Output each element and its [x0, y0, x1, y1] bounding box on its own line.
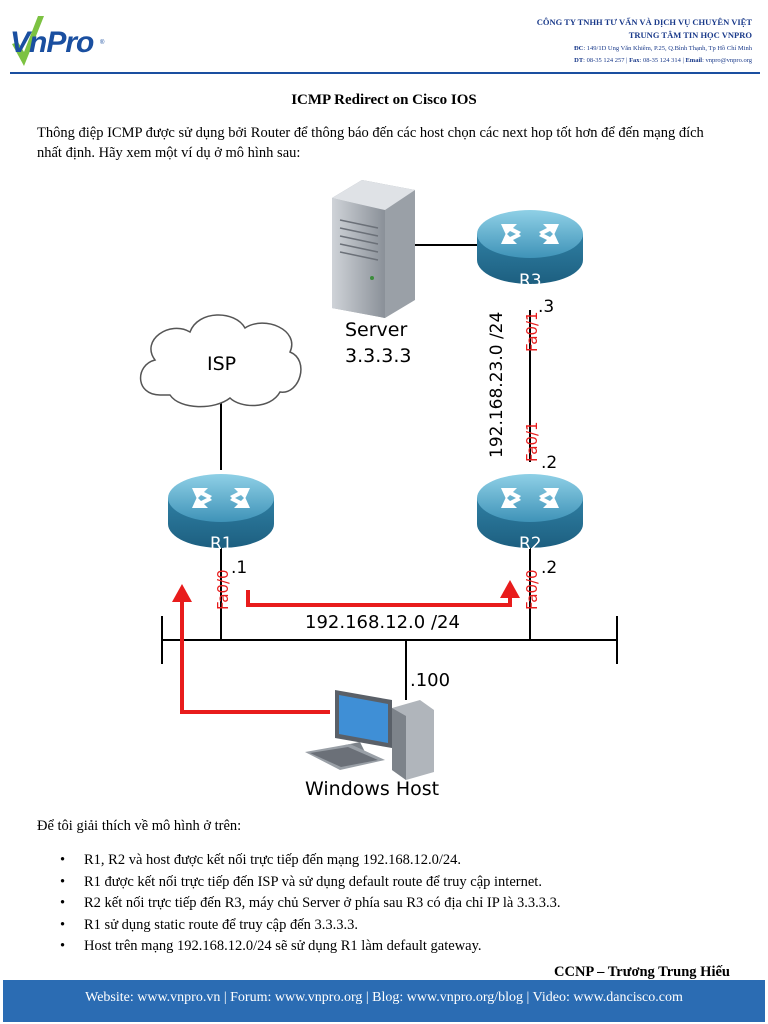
- list-item: •R1 sử dụng static route để truy cập đến…: [60, 916, 359, 933]
- r1-label: R1: [210, 534, 233, 554]
- list-item: •R2 kết nối trực tiếp đến R3, máy chủ Se…: [60, 895, 561, 911]
- list-item: •R1, R2 và host được kết nối trực tiếp đ…: [60, 852, 461, 868]
- page-header: VnPro ® CÔNG TY TNHH TƯ VẤN VÀ DỊCH VỤ C…: [0, 0, 768, 76]
- server-icon: [332, 180, 415, 318]
- list-item: •R1 được kết nối trực tiếp đến ISP và sử…: [60, 873, 542, 890]
- r3-label: R3: [519, 271, 542, 291]
- footer-bar: [3, 980, 765, 1022]
- explain-text: Để tôi giải thích về mô hình ở trên:: [37, 818, 242, 834]
- document-title: ICMP Redirect on Cisco IOS: [291, 92, 477, 108]
- author-line: CCNP – Trương Trung Hiếu: [554, 964, 730, 980]
- footer-links: Website: www.vnpro.vn | Forum: www.vnpro…: [85, 990, 683, 1005]
- r2-label: R2: [519, 534, 542, 554]
- windows-host-icon: [305, 690, 434, 780]
- center-name: TRUNG TÂM TIN HỌC VNPRO: [628, 30, 752, 40]
- fa-r3-label: Fa0/1: [523, 311, 541, 352]
- r2-top-ip: .2: [541, 453, 557, 473]
- fa-r2-top-label: Fa0/1: [523, 421, 541, 462]
- company-contact: DT: 08-35 124 257 | Fax: 08-35 124 314 |…: [574, 57, 752, 64]
- host-label: Windows Host: [305, 778, 439, 800]
- company-info: CÔNG TY TNHH TƯ VẤN VÀ DỊCH VỤ CHUYÊN VI…: [392, 16, 752, 67]
- link-23-label: 192.168.23.0 /24: [487, 312, 507, 458]
- r2-bottom-ip: .2: [541, 558, 557, 578]
- isp-label: ISP: [207, 353, 236, 375]
- host-to-r1-arrow: [172, 584, 330, 714]
- list-item: •Host trên mạng 192.168.12.0/24 sẽ sử dụ…: [60, 938, 482, 954]
- r3-ip: .3: [538, 297, 554, 317]
- r1-ip: .1: [231, 558, 247, 578]
- vnpro-logo-icon: [12, 16, 44, 66]
- company-name: CÔNG TY TNHH TƯ VẤN VÀ DỊCH VỤ CHUYÊN VI…: [536, 17, 752, 27]
- server-ip: 3.3.3.3: [345, 345, 411, 367]
- fa-r2-bottom-label: Fa0/0: [523, 569, 541, 610]
- isp-cloud-icon: [139, 314, 302, 408]
- network-diagram: Server 3.3.3.3 ISP R3 .3 R2 .2 .2 R1 .1 …: [139, 180, 618, 800]
- host-ip: .100: [410, 670, 450, 691]
- fa-r1-label: Fa0/0: [214, 569, 232, 610]
- server-label: Server: [345, 319, 407, 341]
- logo-registered: ®: [100, 40, 105, 46]
- lan-label: 192.168.12.0 /24: [305, 612, 460, 633]
- logo-text: VnPro: [10, 26, 94, 59]
- redirect-arrow: [246, 580, 520, 607]
- bullet-list: •R1, R2 và host được kết nối trực tiếp đ…: [60, 850, 740, 958]
- header-divider: [10, 72, 760, 74]
- company-address: ĐC: 149/1D Ung Văn Khiêm, P.25, Q.Bình T…: [573, 45, 752, 52]
- intro-paragraph: Thông điệp ICMP được sử dụng bởi Router …: [37, 125, 704, 161]
